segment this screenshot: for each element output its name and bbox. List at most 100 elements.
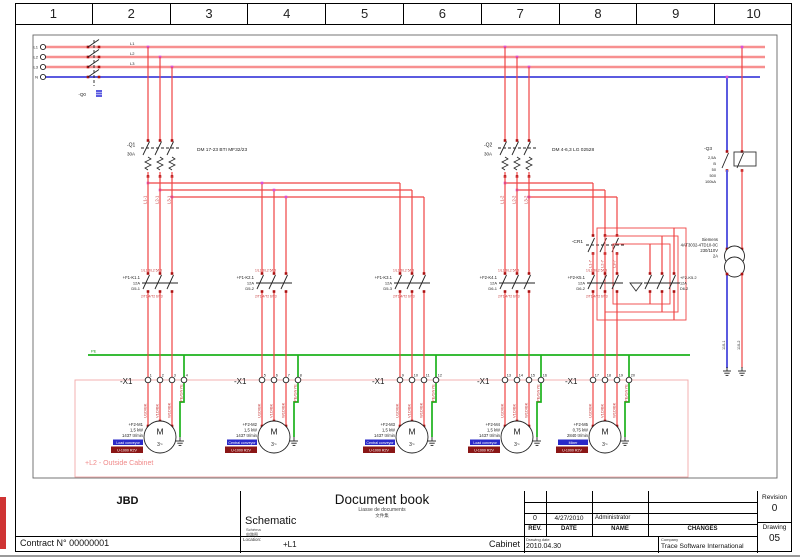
- rev-header-rev: REV.: [528, 526, 542, 532]
- motor-description: Mixer: [569, 441, 579, 445]
- terminal-dot: [725, 272, 729, 276]
- motor-circle: [588, 420, 622, 454]
- q3-data: 50: [712, 167, 717, 172]
- terminal-number: 9: [402, 374, 404, 378]
- q3-data: 500: [710, 173, 717, 178]
- contactor-blade: [418, 274, 426, 290]
- terminal-dot: [503, 139, 507, 142]
- contactor-blade: [142, 274, 150, 290]
- terminal-number: 8: [300, 374, 302, 378]
- terminal-dot: [97, 75, 101, 79]
- wire-number: L1-7: [588, 259, 593, 268]
- terminal-dot: [615, 234, 619, 237]
- terminal-circle: [501, 376, 509, 384]
- motor-symbol: M: [156, 427, 163, 437]
- wire-label: PE/GNYE: [536, 384, 541, 402]
- transformer-data: 2A: [713, 254, 718, 259]
- contactor-rating: 12A: [490, 281, 497, 286]
- breaker-rating: 30A: [484, 152, 492, 157]
- wire-number: L2-2: [512, 195, 517, 204]
- breaker-reference: DM 17-23 BTI MF32/23: [197, 147, 247, 153]
- terminal-number: 16: [543, 374, 547, 378]
- terminal-dot: [672, 272, 676, 275]
- motor-description: Load conveyor: [473, 441, 497, 445]
- breaker-blade: [523, 141, 531, 156]
- wire-label: V1D/BK: [407, 403, 412, 418]
- terminal-dot: [97, 55, 101, 59]
- terminal-dot: [503, 272, 507, 275]
- phase-repeat-label: L1: [130, 41, 135, 46]
- supply-terminal: [39, 73, 47, 81]
- contactor-terminal-marks: 1/L1 3/L2 5/L3: [255, 269, 276, 273]
- motor-circle: [395, 420, 429, 454]
- terminal-dot: [648, 290, 652, 293]
- contactor-terminal-marks: 1/L1 3/L2 5/L3: [393, 269, 414, 273]
- contactor-terminal-marks: 1/L1 3/L2 5/L3: [141, 269, 162, 273]
- motor-power: 1,5 kW: [487, 428, 500, 433]
- supply-terminal: [39, 53, 47, 61]
- contactor-blade: [166, 274, 174, 290]
- terminal-dot: [170, 272, 174, 275]
- switch-blade: [87, 59, 100, 68]
- terminal-number: 13: [507, 374, 511, 378]
- terminal-number: 4: [186, 374, 188, 378]
- contactor-rating: 12A: [133, 281, 140, 286]
- pe-wire: [536, 383, 542, 437]
- wire-label: V1D/BK: [600, 403, 605, 418]
- location-label: Location:: [243, 537, 262, 542]
- terminal-number: 7: [288, 374, 290, 378]
- motor-desc-bar: [365, 439, 395, 445]
- terminal-dot: [503, 290, 507, 293]
- outside-cabinet-box: [74, 379, 689, 478]
- breaker-blade: [142, 141, 150, 156]
- terminal-circle: [258, 376, 266, 384]
- pe-label: PE: [91, 349, 97, 354]
- wire-label: U1D/BK: [257, 403, 262, 418]
- ruler-column-3: 3: [171, 3, 249, 24]
- terminal-strip-tag: -X1: [372, 377, 385, 386]
- contactor-terminal-marks: 2/T1 4/T2 6/T3: [586, 295, 608, 299]
- drawing-label: Drawing: [762, 524, 787, 531]
- contactor-blade: [154, 274, 162, 290]
- phase-repeat-label: L3: [130, 61, 135, 66]
- transformer-data: 4AT3032-4TD10-0C: [681, 243, 718, 248]
- phase-label: L1: [34, 45, 39, 50]
- terminal-circle: [144, 376, 152, 384]
- motor-circle: [143, 420, 177, 454]
- motor-speed: 1437 tr/min: [122, 433, 144, 438]
- switch-blade: [87, 39, 100, 48]
- contactor-tag: +F1-K2.1: [237, 275, 255, 280]
- contactor-terminal-marks: 1/L1 3/L2 5/L3: [586, 269, 607, 273]
- supply-terminal: [39, 63, 47, 71]
- rev-entry-number: 0: [533, 514, 537, 522]
- terminal-dot: [146, 139, 150, 142]
- contactor-blade: [587, 274, 595, 290]
- terminal-dot: [591, 234, 595, 237]
- wire-label: PE/GNYE: [624, 384, 629, 402]
- rev-entry-date: 4/27/2010: [554, 515, 584, 522]
- inner-border: [32, 34, 778, 479]
- terminal-dot: [527, 139, 531, 142]
- rev-header-changes: CHANGES: [687, 526, 718, 532]
- book-type-sub-cn: 电路图: [246, 531, 258, 537]
- contactor-ref: D6-1: [488, 286, 497, 291]
- motor-desc-bar: [113, 439, 143, 445]
- wire-label: U1D/BK: [500, 403, 505, 418]
- motor-power: 1,5 kW: [130, 428, 143, 433]
- motor-power: 1,5 kW: [382, 428, 395, 433]
- motor-speed: 1437 tr/min: [374, 433, 396, 438]
- terminal-circle: [294, 376, 302, 384]
- motor-cable: U-1000 R2V: [474, 448, 494, 452]
- wire-label: U1D/BK: [588, 403, 593, 418]
- terminal-number: 1: [150, 374, 152, 378]
- motor-symbol: 3~: [602, 442, 608, 448]
- phase-repeat-label: L2: [130, 51, 135, 56]
- wire-label: V1D/BK: [512, 403, 517, 418]
- terminal-dot: [97, 45, 101, 49]
- motor-speed: 2840 tr/min: [567, 433, 589, 438]
- terminal-number: 20: [631, 374, 635, 378]
- contactor-tag: +F2-K5.1: [568, 275, 586, 280]
- terminal-strip-tag: -X1: [120, 377, 133, 386]
- motor-power: 1,5 kW: [244, 428, 257, 433]
